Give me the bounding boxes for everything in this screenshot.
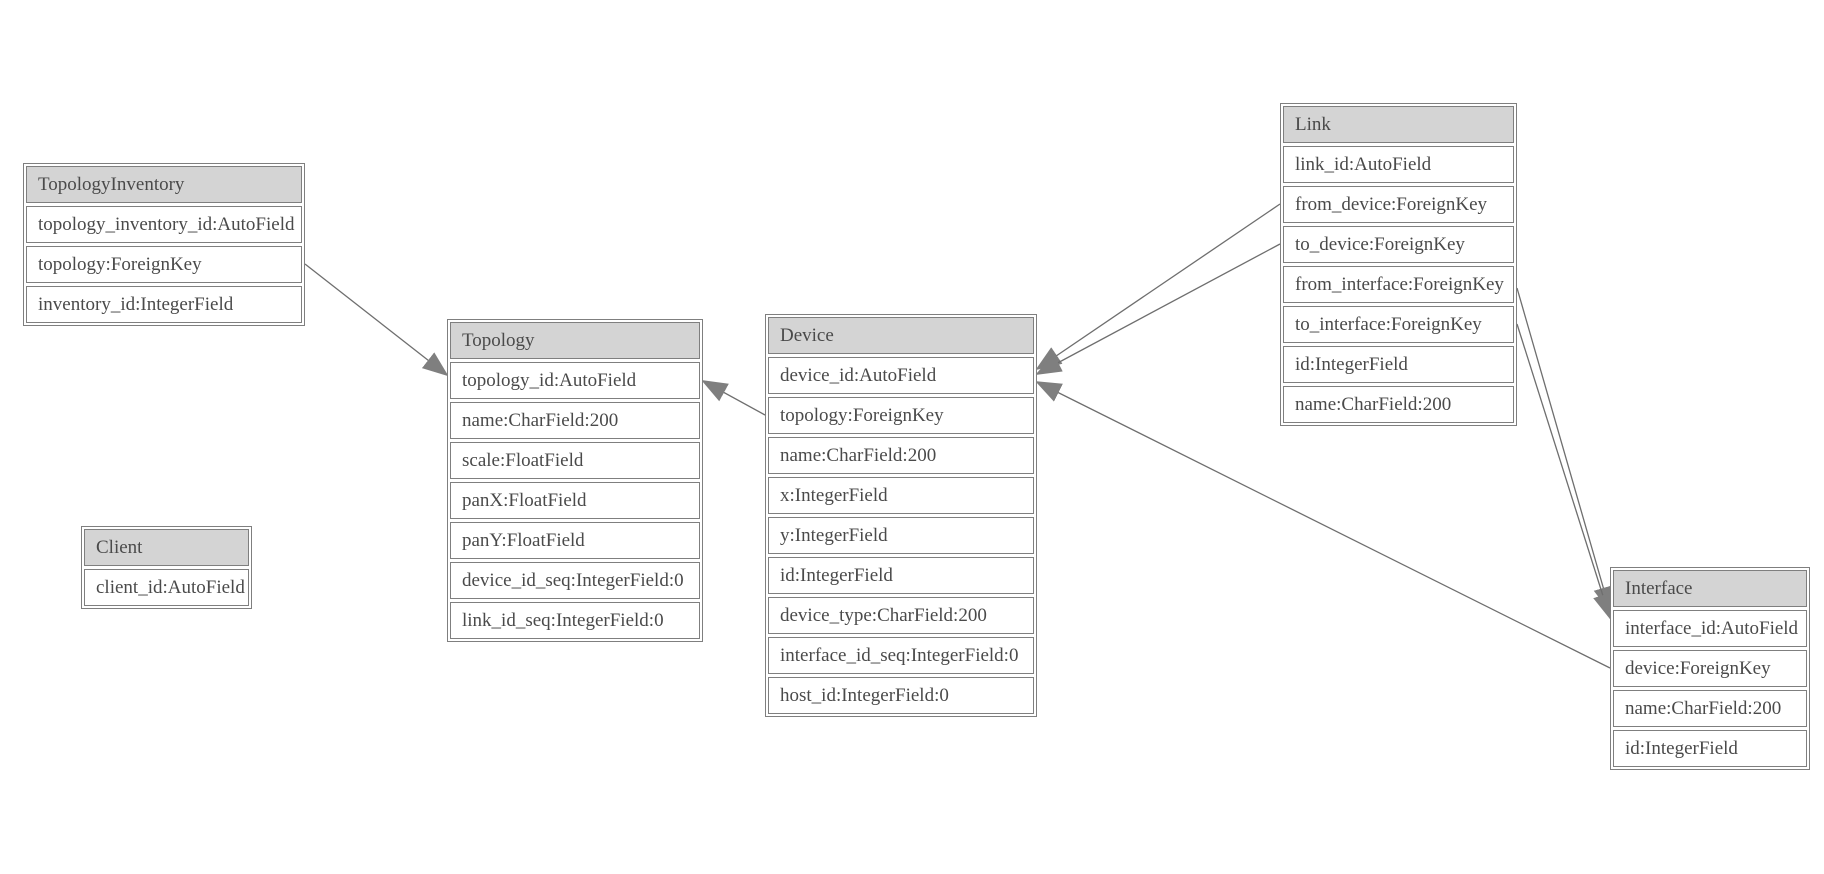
entity-field-row: link_id:AutoField (1283, 146, 1514, 183)
relation-line-link-from_device-to-device (1035, 203, 1281, 371)
entity-field-row: id:IntegerField (768, 557, 1034, 594)
entity-field-row: link_id_seq:IntegerField:0 (450, 602, 700, 639)
entity-title: Device (768, 317, 1034, 354)
entity-field-row: name:CharField:200 (1283, 386, 1514, 423)
entity-title: Link (1283, 106, 1514, 143)
entity-title: Interface (1613, 570, 1807, 607)
entity-title: Client (84, 529, 249, 566)
entity-field-row: interface_id_seq:IntegerField:0 (768, 637, 1034, 674)
entity-field-row: host_id:IntegerField:0 (768, 677, 1034, 714)
relation-line-device-topology-to-topology (701, 380, 766, 416)
entity-field-row: interface_id:AutoField (1613, 610, 1807, 647)
entity-field-row: name:CharField:200 (1613, 690, 1807, 727)
entity-field-row: topology:ForeignKey (768, 397, 1034, 434)
entity-field-row: topology_inventory_id:AutoField (26, 206, 302, 243)
entity-field-row: panY:FloatField (450, 522, 700, 559)
entity-field-row: name:CharField:200 (450, 402, 700, 439)
entity-field-row: from_interface:ForeignKey (1283, 266, 1514, 303)
entity-field-row: name:CharField:200 (768, 437, 1034, 474)
entity-field-row: to_interface:ForeignKey (1283, 306, 1514, 343)
entity-field-row: device_type:CharField:200 (768, 597, 1034, 634)
entity-field-row: panX:FloatField (450, 482, 700, 519)
entity-field-row: y:IntegerField (768, 517, 1034, 554)
entity-field-row: device:ForeignKey (1613, 650, 1807, 687)
entity-field-row: topology:ForeignKey (26, 246, 302, 283)
entity-field-row: from_device:ForeignKey (1283, 186, 1514, 223)
entity-field-row: topology_id:AutoField (450, 362, 700, 399)
entity-field-row: inventory_id:IntegerField (26, 286, 302, 323)
entity-field-row: device_id_seq:IntegerField:0 (450, 562, 700, 599)
entity-field-row: scale:FloatField (450, 442, 700, 479)
entity-field-row: id:IntegerField (1613, 730, 1807, 767)
relation-line-topologyinventory-topology-to-topology (304, 263, 449, 377)
relation-line-interface-device-to-device (1035, 381, 1611, 669)
entity-field-row: client_id:AutoField (84, 569, 249, 606)
entity-title: Topology (450, 322, 700, 359)
entity-field-row: id:IntegerField (1283, 346, 1514, 383)
entity-field-row: to_device:ForeignKey (1283, 226, 1514, 263)
relation-line-link-from_interface-to-interface (1516, 287, 1613, 613)
relation-line-link-to_device-to-device (1035, 243, 1281, 375)
relation-line-link-to_interface-to-interface (1516, 323, 1613, 620)
entity-title: TopologyInventory (26, 166, 302, 203)
entity-field-row: x:IntegerField (768, 477, 1034, 514)
entity-field-row: device_id:AutoField (768, 357, 1034, 394)
